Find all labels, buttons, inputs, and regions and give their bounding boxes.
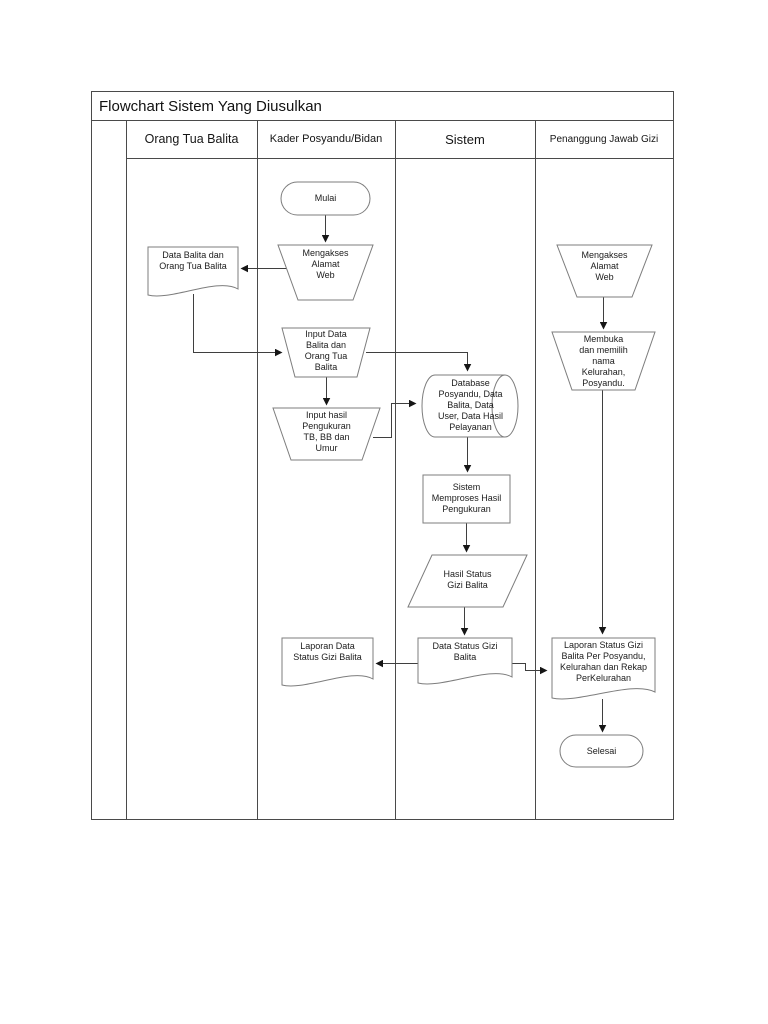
- hasil-status-label: Hasil Status Gizi Balita: [443, 569, 492, 590]
- data-balita-document-shape: [147, 246, 239, 297]
- laporan-status-document-label: Laporan Status Gizi Balita Per Posyandu,…: [559, 640, 648, 683]
- sistem-memproses-label: Sistem Memproses Hasil Pengukuran: [431, 482, 502, 514]
- membuka-label: Membuka dan memilih nama Kelurahan, Posy…: [579, 334, 628, 388]
- mengakses-kader-label: Mengakses Alamat Web: [302, 247, 349, 280]
- database-cylinder-shape: [421, 374, 519, 438]
- mulai-terminator-shape: [280, 181, 371, 216]
- diagram-title: Flowchart Sistem Yang Diusulkan: [99, 97, 322, 115]
- lane-header-orang-tua-balita: Orang Tua Balita: [144, 132, 239, 146]
- mengakses-pj-trapezoid-shape: [556, 244, 653, 298]
- hasil-status-parallelogram-shape: [407, 554, 528, 608]
- lane-header-kader-posyandu: Kader Posyandu/Bidan: [269, 133, 383, 145]
- connector-input-data-to-database: [366, 352, 472, 372]
- database-label: Database Posyandu, Data Balita, Data Use…: [437, 378, 504, 432]
- lane-header-penanggung-jawab-gizi: Penanggung Jawab Gizi: [549, 133, 659, 145]
- membuka-trapezoid-shape: [551, 331, 656, 391]
- connectors: [193, 215, 608, 733]
- connector-data-status-to-laporan-status: [512, 663, 548, 675]
- lane-header-sistem: Sistem: [445, 131, 485, 147]
- input-hasil-trapezoid-shape: [272, 407, 381, 461]
- connector-input-hasil-to-database: [373, 399, 417, 438]
- input-hasil-label: Input hasil Pengukuran TB, BB dan Umur: [302, 410, 351, 453]
- node-shapes: [147, 181, 656, 768]
- connector-data-balita-to-input-data: [193, 294, 283, 357]
- input-data-label: Input Data Balita dan Orang Tua Balita: [304, 329, 348, 372]
- selesai-label: Selesai: [586, 745, 617, 756]
- laporan-data-document-shape: [281, 637, 374, 687]
- laporan-status-document-shape: [551, 637, 656, 700]
- mengakses-pj-label: Mengakses Alamat Web: [581, 249, 628, 282]
- mulai-label: Mulai: [314, 193, 337, 203]
- sistem-memproses-process-shape: [422, 474, 511, 524]
- laporan-data-document-label: Laporan Data Status Gizi Balita: [293, 641, 362, 662]
- swimlane-table: [91, 91, 674, 820]
- data-status-document-label: Data Status Gizi Balita: [432, 641, 498, 662]
- selesai-terminator-shape: [559, 734, 644, 768]
- mengakses-kader-trapezoid-shape: [277, 244, 374, 301]
- table-outer-border: [91, 91, 674, 820]
- data-balita-document-label: Data Balita dan Orang Tua Balita: [159, 250, 227, 271]
- data-status-document-shape: [417, 637, 513, 685]
- input-data-trapezoid-shape: [281, 327, 371, 378]
